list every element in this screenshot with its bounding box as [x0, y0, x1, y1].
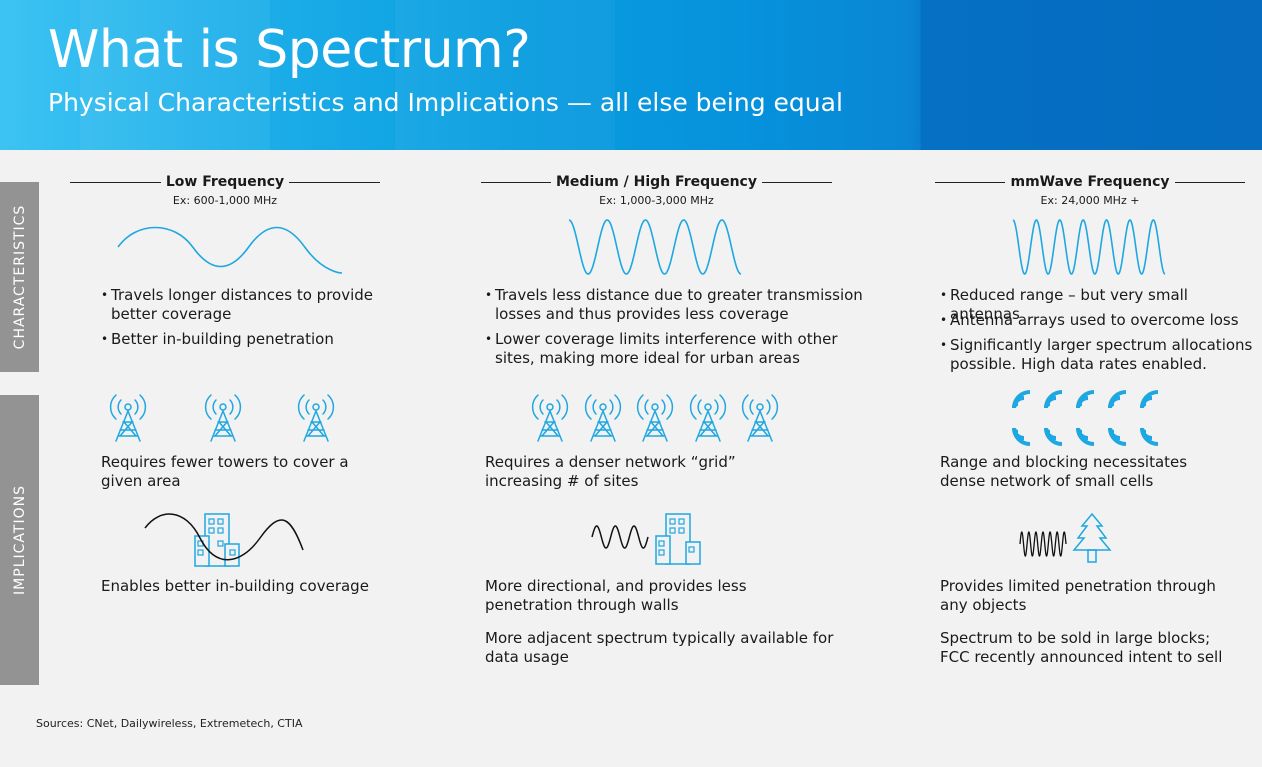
tree-icon [1072, 512, 1112, 563]
small-cell-icon [1140, 390, 1159, 409]
penetration-text-mmwave: Provides limited penetration through any… [940, 577, 1216, 614]
cell-tower-icon [741, 394, 779, 442]
page-title: What is Spectrum? [48, 20, 531, 80]
sidebar-characteristics-label: CHARACTERISTICS [11, 204, 28, 350]
small-cell-icon [1012, 427, 1031, 446]
extra-text-medium: More adjacent spectrum typically availab… [485, 629, 834, 666]
small-cell-icon [1044, 427, 1063, 446]
mmwave-penetration-icon [1019, 512, 1112, 563]
penetration-text-low: Enables better in-building coverage [101, 577, 369, 595]
sidebar-characteristics: CHARACTERISTICS [0, 182, 39, 372]
column-example: Ex: 1,000-3,000 MHz [599, 194, 714, 207]
small-cell-icon [1044, 390, 1063, 409]
header-band [395, 0, 615, 150]
sidebar-implications: IMPLICATIONS [0, 395, 39, 685]
towers-text-low: Requires fewer towers to cover a given a… [101, 453, 349, 490]
column-example: Ex: 24,000 MHz + [1040, 194, 1140, 207]
cell-tower-icon [204, 394, 242, 442]
medium-frequency-wave-icon [568, 219, 742, 275]
small-cells-icon [1012, 390, 1159, 446]
bullet-medium-1: Travels less distance due to greater tra… [485, 286, 865, 324]
small-cell-icon [1140, 427, 1159, 446]
small-cell-icon [1012, 390, 1031, 409]
extra-text-mmwave: Spectrum to be sold in large blocks; FCC… [940, 629, 1223, 666]
low-penetration-icon [144, 513, 304, 567]
towers-text-mmwave: Range and blocking necessitates dense ne… [940, 453, 1188, 490]
column-header-low: Low Frequency Ex: 600-1,000 MHz [70, 174, 380, 214]
sidebar-implications-label: IMPLICATIONS [11, 485, 28, 595]
cell-tower-icon [297, 394, 335, 442]
penetration-text-medium: More directional, and provides less pene… [485, 577, 747, 614]
column-example: Ex: 600-1,000 MHz [172, 194, 278, 207]
bullet-mmwave-3: Significantly larger spectrum allocation… [940, 336, 1260, 374]
bullet-medium-2: Lower coverage limits interference with … [485, 330, 865, 368]
column-header-mmwave: mmWave Frequency Ex: 24,000 MHz + [935, 174, 1245, 214]
bullet-mmwave-2: Antenna arrays used to overcome loss [940, 311, 1260, 330]
small-cell-icon [1108, 390, 1127, 409]
medium-penetration-icon [591, 513, 701, 565]
cell-tower-icon [636, 394, 674, 442]
bullet-low-1: Travels longer distances to provide bett… [101, 286, 391, 324]
cell-tower-icon [109, 394, 147, 442]
cell-tower-icon [531, 394, 569, 442]
page-subtitle: Physical Characteristics and Implication… [48, 88, 843, 117]
header-banner: What is Spectrum? Physical Characteristi… [0, 0, 1262, 150]
column-title: mmWave Frequency [935, 174, 1245, 190]
low-frequency-wave-icon [117, 226, 343, 274]
sources-note: Sources: CNet, Dailywireless, Extremetec… [36, 717, 303, 730]
header-band [80, 0, 270, 150]
cell-tower-icon [689, 394, 727, 442]
column-title: Medium / High Frequency [481, 174, 832, 190]
small-cell-icon [1108, 427, 1127, 446]
small-cell-icon [1076, 390, 1095, 409]
column-header-medium: Medium / High Frequency Ex: 1,000-3,000 … [481, 174, 832, 214]
small-cell-icon [1076, 427, 1095, 446]
towers-text-medium: Requires a denser network “grid” increas… [485, 453, 736, 490]
bullet-low-2: Better in-building penetration [101, 330, 391, 349]
mmwave-frequency-wave-icon [1012, 219, 1166, 275]
cell-tower-icon [584, 394, 622, 442]
column-title: Low Frequency [70, 174, 380, 190]
building-icon [655, 513, 701, 565]
